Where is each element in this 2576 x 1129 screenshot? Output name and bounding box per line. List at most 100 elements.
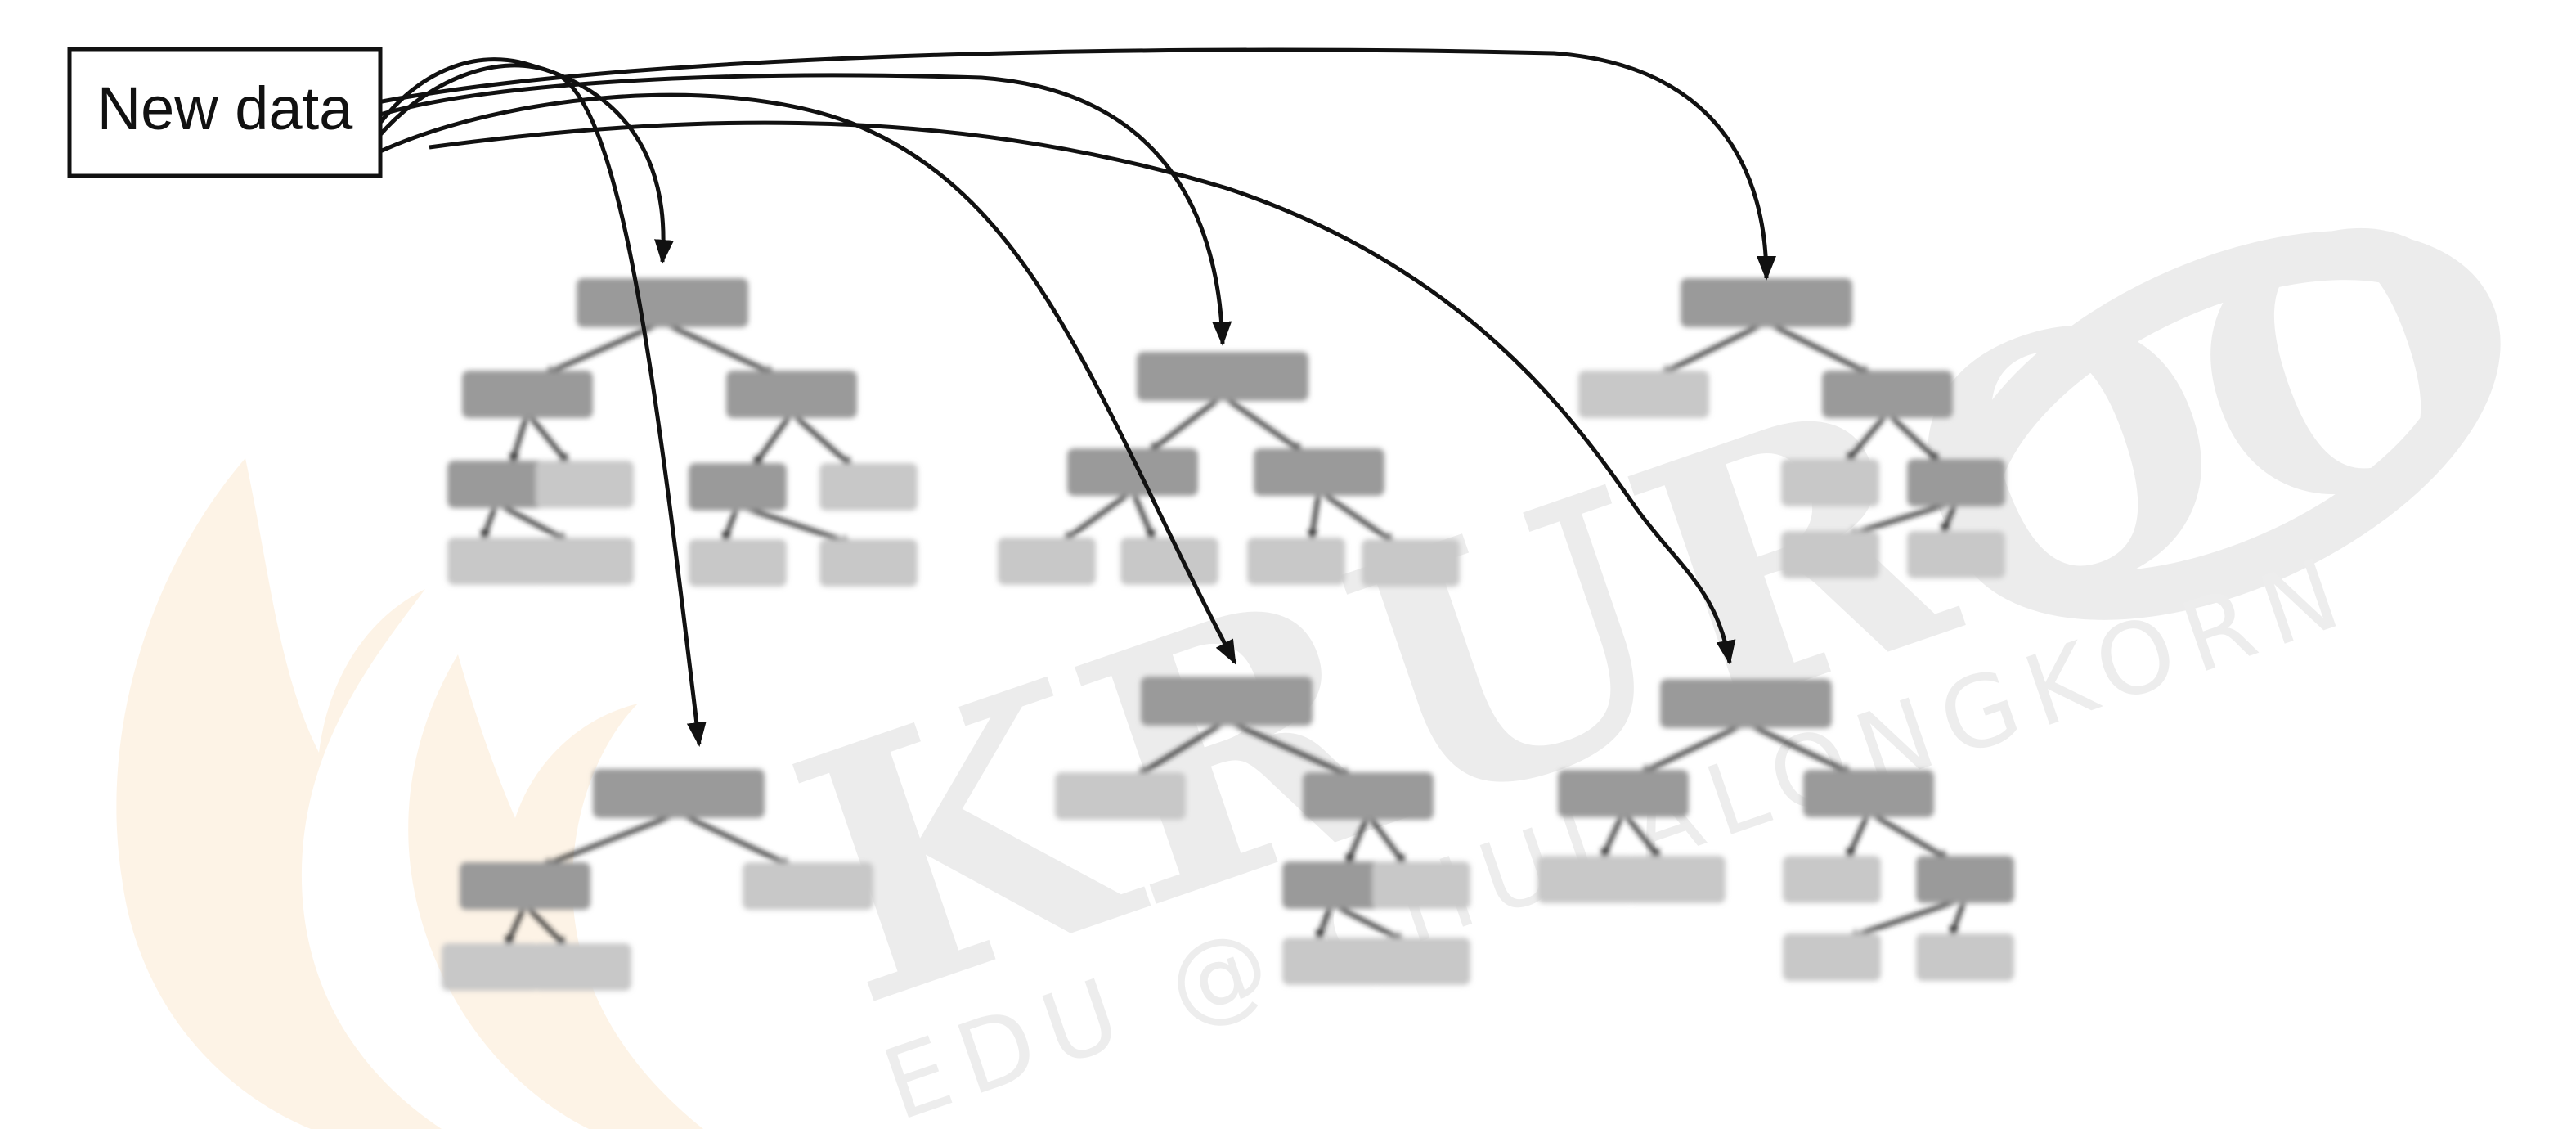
tree-node <box>1372 938 1470 985</box>
decision-tree <box>442 769 873 991</box>
tree-node <box>1907 531 2005 578</box>
watermark-flame-icon <box>116 458 442 1129</box>
arrow-to-tree-5 <box>377 47 1776 281</box>
tree-edge <box>1130 490 1157 544</box>
tree-edge <box>1948 897 1968 940</box>
tree-edge <box>661 320 779 378</box>
tree-node <box>462 371 593 418</box>
tree-edge <box>509 412 530 467</box>
trees-layer <box>442 278 2014 991</box>
tree-edge <box>538 811 680 870</box>
tree-edge <box>1599 811 1626 862</box>
tree-node <box>1282 861 1380 909</box>
tree-node <box>1578 371 1709 418</box>
tree-node <box>1120 538 1218 585</box>
arrows-layer <box>376 47 1776 747</box>
tree-edge <box>790 412 855 470</box>
tree-node <box>447 538 545 585</box>
tree-node <box>1660 679 1832 728</box>
tree-node <box>1254 448 1384 496</box>
tree-edge <box>1225 718 1355 780</box>
tree-edge <box>1366 813 1409 868</box>
tree-node <box>819 463 918 511</box>
tree-node <box>536 461 634 508</box>
tree-node <box>1282 938 1380 985</box>
tree-node <box>1627 856 1726 903</box>
tree-edge <box>1314 903 1334 944</box>
tree-node <box>1681 278 1852 327</box>
tree-node <box>1067 448 1198 496</box>
tree-edge <box>1330 902 1408 945</box>
tree-node <box>536 538 634 585</box>
arrow-to-tree-3 <box>379 73 1232 346</box>
tree-edge <box>1636 721 1748 777</box>
arrow-to-tree-4 <box>379 92 1237 665</box>
tree-node <box>1783 933 1881 981</box>
tree-node <box>593 769 765 818</box>
tree-node <box>1803 770 1934 817</box>
tree-edge <box>1844 811 1871 862</box>
tree-edge <box>677 811 795 870</box>
decision-tree <box>1537 679 2014 981</box>
tree-edge <box>1317 488 1398 547</box>
tree-node <box>577 278 748 327</box>
tree-node <box>442 943 540 991</box>
tree-node <box>1916 933 2014 981</box>
tree-edge <box>1657 320 1768 378</box>
tree-edge <box>1307 490 1322 544</box>
tree-node <box>1362 539 1460 587</box>
tree-node <box>1372 861 1470 909</box>
tree-edge <box>479 502 499 544</box>
tree-node <box>998 538 1096 585</box>
new-data-label: New data <box>97 74 353 142</box>
tree-node <box>1783 856 1881 903</box>
tree-edge <box>1344 814 1371 868</box>
decision-tree <box>1578 278 2005 578</box>
tree-edge <box>1765 320 1874 378</box>
tree-node <box>743 862 873 910</box>
tree-edge <box>503 903 527 950</box>
tree-edge <box>495 501 572 545</box>
tree-edge <box>750 412 794 470</box>
tree-node <box>1055 772 1186 820</box>
new-data-box: New data <box>67 47 383 178</box>
tree-node <box>1907 459 2005 506</box>
tree-edge <box>1867 810 1952 863</box>
arrow-to-tree-6 <box>429 120 1736 665</box>
tree-node <box>1247 538 1345 585</box>
tree-node <box>1558 770 1689 817</box>
decision-tree <box>447 278 918 587</box>
tree-edge <box>1133 718 1228 780</box>
tree-edge <box>1843 412 1889 466</box>
tree-edge <box>1146 394 1224 455</box>
decision-tree <box>998 352 1460 587</box>
tree-edge <box>1939 501 1959 538</box>
tree-node <box>1916 856 2014 903</box>
tree-node <box>1537 856 1636 903</box>
tree-node <box>1781 459 1879 506</box>
tree-edge <box>1221 394 1306 456</box>
tree-edge <box>720 505 740 546</box>
tree-edge <box>523 903 569 950</box>
tree-node <box>1141 677 1313 726</box>
tree-node <box>689 539 787 587</box>
tree-node <box>689 463 787 511</box>
tree-node <box>1822 371 1953 418</box>
tree-edge <box>737 503 855 547</box>
decision-tree <box>1055 677 1470 985</box>
tree-edge <box>526 412 572 467</box>
tree-edge <box>1060 488 1134 545</box>
tree-node <box>726 371 857 418</box>
tree-node <box>533 943 631 991</box>
tree-edge <box>1845 896 1966 941</box>
tree-edge <box>1744 721 1856 777</box>
arrow-to-tree-2 <box>376 63 707 747</box>
tree-edge <box>1886 412 1943 466</box>
tree-node <box>819 539 918 587</box>
tree-edge <box>1843 499 1957 538</box>
tree-node <box>460 862 590 910</box>
tree-node <box>1781 531 1879 578</box>
new-data-border <box>67 47 383 178</box>
tree-node <box>1137 352 1308 401</box>
